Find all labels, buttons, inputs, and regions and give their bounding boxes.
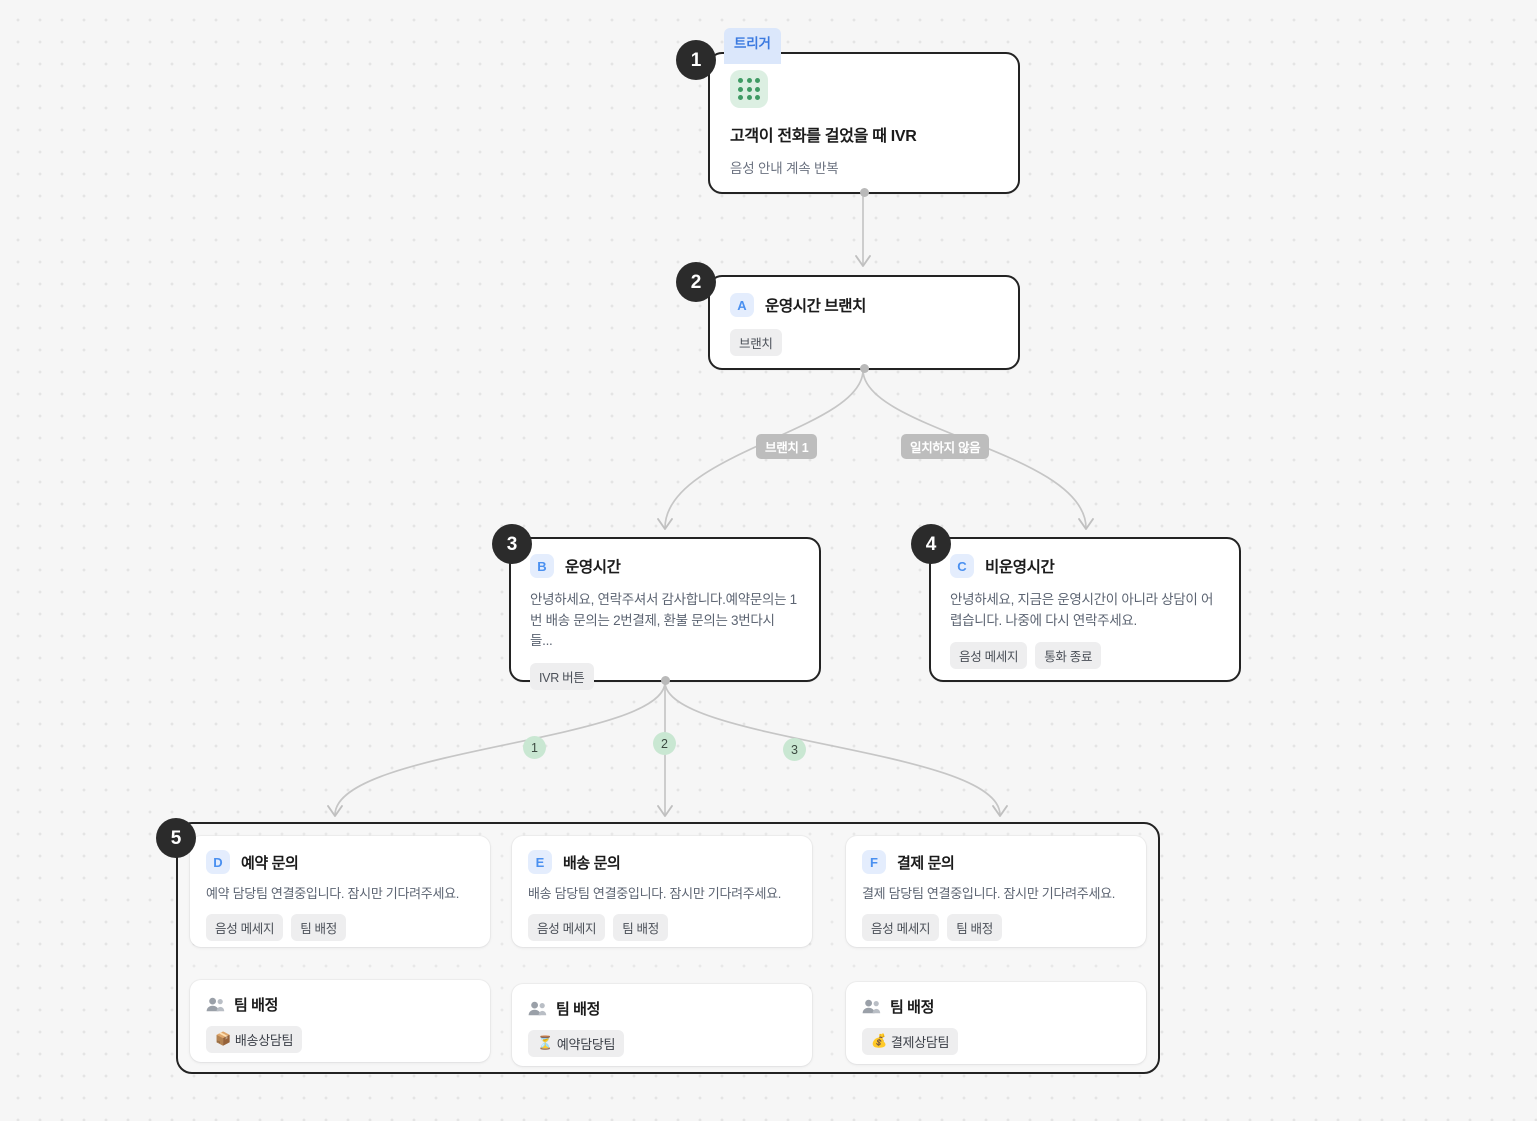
node-2-content: A 운영시간 브랜치 브랜치 xyxy=(710,277,1018,372)
people-icon xyxy=(206,997,225,1012)
node-group-ivr-routing[interactable]: D 예약 문의 예약 담당팀 연결중입니다. 잠시만 기다려주세요. 음성 메세… xyxy=(176,822,1160,1074)
node-1-content: 고객이 전화를 걸었을 때 IVR 음성 안내 계속 반복 xyxy=(710,54,1018,193)
card-d-tags: 음성 메세지 팀 배정 xyxy=(206,913,474,941)
people-icon xyxy=(862,999,881,1014)
step-badge-2: 2 xyxy=(676,262,716,302)
card-d-title: 예약 문의 xyxy=(241,854,299,872)
letter-badge-c: C xyxy=(950,554,974,578)
node-1-title: 고객이 전화를 걸었을 때 IVR xyxy=(730,128,917,145)
team-1-title: 팀 배정 xyxy=(234,997,278,1014)
team-3-chip: 💰 결제상담팀 xyxy=(862,1028,959,1055)
team-3-title: 팀 배정 xyxy=(890,999,934,1016)
node-4-tags: 음성 메세지 통화 종료 xyxy=(950,642,1220,670)
package-icon: 📦 xyxy=(215,1032,231,1047)
tag-team-assign: 팀 배정 xyxy=(613,913,668,941)
node-1-output-handle[interactable] xyxy=(859,188,869,197)
card-f-body: 결제 담당팀 연결중입니다. 잠시만 기다려주세요. xyxy=(862,886,1116,901)
node-3-tags: IVR 버튼 xyxy=(530,662,800,690)
team-1-head: 팀 배정 xyxy=(206,994,474,1015)
team-3-head: 팀 배정 xyxy=(862,996,1130,1017)
edge-chip-ivr-3: 3 xyxy=(783,738,806,761)
node-branch-business-hours[interactable]: A 운영시간 브랜치 브랜치 xyxy=(708,275,1020,373)
tag-end-call: 통화 종료 xyxy=(1035,642,1102,670)
card-f-tags: 음성 메세지 팀 배정 xyxy=(862,913,1130,941)
edge-arrow-n3-cardF xyxy=(992,805,1008,817)
letter-badge-a: A xyxy=(730,293,754,317)
node-3-title: 운영시간 xyxy=(565,559,621,576)
tag-voice-message: 음성 메세지 xyxy=(206,913,284,941)
edge-arrow-n3-cardD xyxy=(327,805,343,817)
tag-branch: 브랜치 xyxy=(730,329,782,356)
card-d-body: 예약 담당팀 연결중입니다. 잠시만 기다려주세요. xyxy=(206,886,460,901)
edge-chip-ivr-2: 2 xyxy=(653,732,676,755)
card-d-title-row: D 예약 문의 xyxy=(206,850,474,874)
node-2-output-handle[interactable] xyxy=(859,364,869,373)
tag-voice-message: 음성 메세지 xyxy=(528,913,606,941)
tag-voice-message: 음성 메세지 xyxy=(950,642,1028,670)
team-2-name: 예약담당팀 xyxy=(556,1037,616,1052)
node-4-content: C 비운영시간 안녕하세요, 지금은 운영시간이 아니라 상담이 어렵습니다. … xyxy=(931,539,1239,684)
card-e-body: 배송 담당팀 연결중입니다. 잠시만 기다려주세요. xyxy=(528,886,782,901)
card-e-title: 배송 문의 xyxy=(563,854,621,872)
team-3-name: 결제상담팀 xyxy=(890,1035,950,1050)
tag-team-assign: 팀 배정 xyxy=(947,913,1002,941)
node-after-hours-message[interactable]: C 비운영시간 안녕하세요, 지금은 운영시간이 아니라 상담이 어렵습니다. … xyxy=(929,537,1241,682)
node-3-content: B 운영시간 안녕하세요, 연락주셔서 감사합니다.예약문의는 1번 배송 문의… xyxy=(511,539,819,705)
people-icon xyxy=(528,1001,547,1016)
letter-badge-f: F xyxy=(862,850,886,874)
node-trigger-ivr[interactable]: 고객이 전화를 걸었을 때 IVR 음성 안내 계속 반복 xyxy=(708,52,1020,197)
edge-arrow-n2-n3 xyxy=(657,518,673,530)
letter-badge-d: D xyxy=(206,850,230,874)
dialpad-icon xyxy=(730,70,768,108)
money-bag-icon: 💰 xyxy=(871,1034,887,1049)
card-team-assign-reservation[interactable]: 팀 배정 ⏳ 예약담당팀 xyxy=(512,984,812,1066)
tag-ivr-button: IVR 버튼 xyxy=(530,662,594,690)
edge-chip-ivr-1: 1 xyxy=(523,736,546,759)
trigger-tab: 트리거 xyxy=(724,28,781,64)
edge-arrow-n3-cardE xyxy=(657,805,673,817)
card-delivery-inquiry[interactable]: E 배송 문의 배송 담당팀 연결중입니다. 잠시만 기다려주세요. 음성 메세… xyxy=(512,836,812,947)
node-3-title-row: B 운영시간 xyxy=(530,554,800,578)
step-badge-1: 1 xyxy=(676,40,716,80)
step-badge-4: 4 xyxy=(911,524,951,564)
edge-label-branch-1: 브랜치 1 xyxy=(756,434,818,459)
card-e-title-row: E 배송 문의 xyxy=(528,850,796,874)
letter-badge-b: B xyxy=(530,554,554,578)
node-1-subtitle: 음성 안내 계속 반복 xyxy=(730,161,839,176)
team-2-chip: ⏳ 예약담당팀 xyxy=(528,1030,625,1057)
edge-arrow-n2-n4 xyxy=(1078,518,1094,530)
node-4-title-row: C 비운영시간 xyxy=(950,554,1220,578)
node-2-title: 운영시간 브랜치 xyxy=(765,298,866,315)
node-4-body: 안녕하세요, 지금은 운영시간이 아니라 상담이 어렵습니다. 나중에 다시 연… xyxy=(950,592,1214,628)
edge-arrow-n1-n2 xyxy=(855,255,871,267)
team-2-title: 팀 배정 xyxy=(556,1001,600,1018)
step-badge-5: 5 xyxy=(156,818,196,858)
hourglass-icon: ⏳ xyxy=(537,1036,553,1051)
card-team-assign-payment[interactable]: 팀 배정 💰 결제상담팀 xyxy=(846,982,1146,1064)
card-reservation-inquiry[interactable]: D 예약 문의 예약 담당팀 연결중입니다. 잠시만 기다려주세요. 음성 메세… xyxy=(190,836,490,947)
node-2-tags: 브랜치 xyxy=(730,329,998,356)
tag-voice-message: 음성 메세지 xyxy=(862,913,940,941)
card-e-tags: 음성 메세지 팀 배정 xyxy=(528,913,796,941)
card-payment-inquiry[interactable]: F 결제 문의 결제 담당팀 연결중입니다. 잠시만 기다려주세요. 음성 메세… xyxy=(846,836,1146,947)
node-3-body: 안녕하세요, 연락주셔서 감사합니다.예약문의는 1번 배송 문의는 2번결제,… xyxy=(530,592,797,649)
node-2-title-row: A 운영시간 브랜치 xyxy=(730,293,998,317)
team-2-head: 팀 배정 xyxy=(528,998,796,1019)
team-1-name: 배송상담팀 xyxy=(234,1033,294,1048)
card-team-assign-delivery[interactable]: 팀 배정 📦 배송상담팀 xyxy=(190,980,490,1062)
node-4-title: 비운영시간 xyxy=(985,559,1055,576)
step-badge-3: 3 xyxy=(492,524,532,564)
team-1-chip: 📦 배송상담팀 xyxy=(206,1026,303,1053)
card-f-title: 결제 문의 xyxy=(897,854,955,872)
node-3-output-handle[interactable] xyxy=(660,676,670,685)
letter-badge-e: E xyxy=(528,850,552,874)
card-f-title-row: F 결제 문의 xyxy=(862,850,1130,874)
tag-team-assign: 팀 배정 xyxy=(291,913,346,941)
node-business-hours-message[interactable]: B 운영시간 안녕하세요, 연락주셔서 감사합니다.예약문의는 1번 배송 문의… xyxy=(509,537,821,690)
edge-label-no-match: 일치하지 않음 xyxy=(901,434,990,459)
